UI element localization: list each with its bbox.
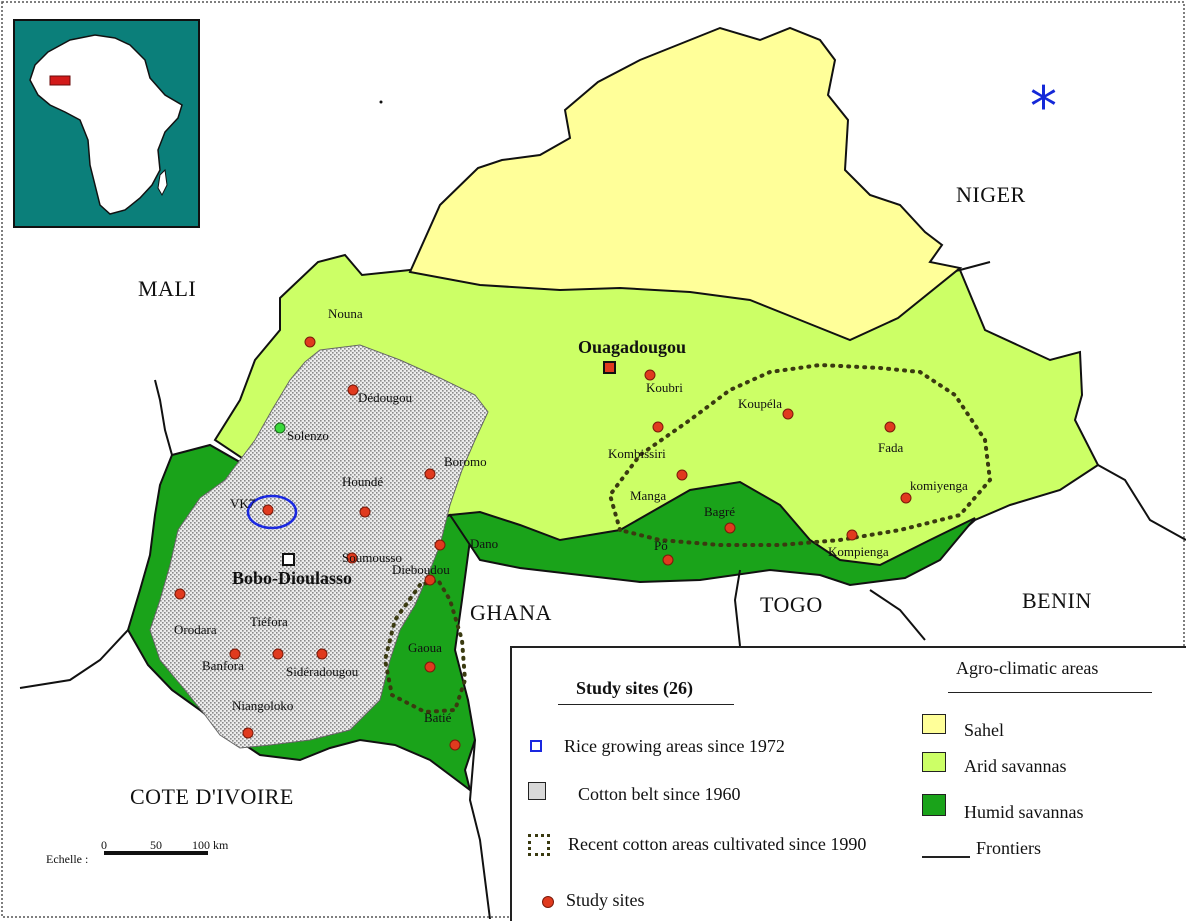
country-label-ghana: GHANA — [470, 600, 552, 625]
sahel-swatch — [922, 714, 946, 734]
blue-square-icon — [530, 740, 542, 752]
scale-label: Echelle : — [46, 852, 89, 866]
site-marker-hounde — [359, 506, 371, 518]
africa-inset-map — [13, 19, 200, 228]
site-marker-gaoua — [424, 661, 436, 673]
red-dot-icon — [542, 896, 554, 908]
site-marker-po — [662, 554, 674, 566]
site-marker-soumousso — [346, 552, 358, 564]
legend-humid: Humid savannas — [964, 802, 1084, 822]
legend-agro-underline — [948, 692, 1152, 693]
legend-agro-title: Agro-climatic areas — [956, 658, 1099, 678]
legend-cotton-belt: Cotton belt since 1960 — [578, 784, 741, 804]
country-label-mali: MALI — [138, 276, 197, 301]
site-label-boromo: Boromo — [444, 454, 487, 469]
legend-sahel: Sahel — [964, 720, 1004, 740]
site-label-kompienga: Kompienga — [828, 544, 889, 559]
site-marker-nouna — [304, 336, 316, 348]
site-marker-niangoloko — [242, 727, 254, 739]
scale-tick-0: 0 — [101, 838, 107, 852]
sahel-area — [408, 26, 963, 342]
country-label-benin: BENIN — [1022, 588, 1092, 613]
site-label-komiyenga: komiyenga — [910, 478, 968, 493]
site-label-orodara: Orodara — [174, 622, 217, 637]
site-label-bagre: Bagré — [704, 504, 736, 519]
site-label-hounde: Houndé — [342, 474, 384, 489]
site-label-dieboudou: Dieboudou — [392, 562, 450, 577]
study-site-markers — [174, 336, 912, 751]
site-marker-vk7 — [262, 504, 274, 516]
site-marker-batie — [449, 739, 461, 751]
recent-cotton-area-east — [607, 362, 993, 547]
dotted-square-icon — [528, 782, 546, 800]
rice-area-outline — [246, 494, 298, 530]
site-label-po: Pô — [654, 538, 668, 553]
legend-study-underline — [558, 704, 734, 705]
site-marker-kombissiri — [652, 421, 664, 433]
site-label-solenzo: Solenzo — [287, 428, 329, 443]
scale-tick-50: 50 — [150, 838, 162, 852]
site-label-gaoua: Gaoua — [408, 640, 442, 655]
site-marker-koupela — [782, 408, 794, 420]
legend-arid: Arid savannas — [964, 756, 1067, 776]
site-label-sideradougou: Sidéradougou — [286, 664, 359, 679]
legend-study-sites: Study sites — [566, 890, 645, 910]
site-label-banfora: Banfora — [202, 658, 244, 673]
site-marker-solenzo — [274, 422, 286, 434]
site-marker-banfora — [229, 648, 241, 660]
site-marker-bagre — [724, 522, 736, 534]
site-label-dedougou: Dédougou — [358, 390, 413, 405]
capital-marker — [603, 361, 616, 374]
site-label-vk7: VK7 — [230, 496, 256, 511]
capital-label: Ouagadougou — [578, 337, 687, 357]
frontier-line-icon — [922, 856, 970, 858]
site-label-niangoloko: Niangoloko — [232, 698, 294, 713]
site-marker-fada — [884, 421, 896, 433]
site-marker-dieboudou — [424, 574, 436, 586]
recent-cotton-area-southwest — [382, 577, 468, 715]
site-label-soumousso: Soumousso — [342, 550, 402, 565]
site-label-manga: Manga — [630, 488, 667, 503]
arid-swatch — [922, 752, 946, 772]
site-marker-boromo — [424, 468, 436, 480]
humid-savanna-area-south — [448, 480, 976, 587]
site-label-nouna: Nouna — [328, 306, 363, 321]
site-label-koupela: Koupéla — [738, 396, 783, 411]
site-label-fada: Fada — [878, 440, 904, 455]
site-label-tiefora: Tiéfora — [250, 614, 288, 629]
site-marker-sideradougou — [316, 648, 328, 660]
site-marker-dano — [434, 539, 446, 551]
country-label-cote-divoire: COTE D'IVOIRE — [130, 784, 294, 809]
country-label-togo: TOGO — [760, 592, 823, 617]
site-label-kombissiri: Kombissiri — [608, 446, 666, 461]
cotton-belt-area — [149, 344, 489, 749]
site-marker-tiefora — [272, 648, 284, 660]
site-marker-dedougou — [347, 384, 359, 396]
site-marker-orodara — [174, 588, 186, 600]
dotted-outline-icon — [528, 834, 550, 856]
site-label-batie: Batié — [424, 710, 452, 725]
scale-tick-100: 100 km — [192, 838, 229, 852]
site-marker-koubri — [644, 369, 656, 381]
site-marker-kompienga — [846, 529, 858, 541]
map-legend: Study sites (26) Agro-climatic areas Ric… — [510, 646, 1186, 921]
site-label-dano: Dano — [470, 536, 499, 551]
site-marker-manga — [676, 469, 688, 481]
burkina-inset-highlight — [49, 75, 71, 86]
legend-rice: Rice growing areas since 1972 — [564, 736, 785, 756]
site-label-koubri: Koubri — [646, 380, 683, 395]
legend-study-title: Study sites (26) — [576, 678, 694, 698]
city-marker — [282, 553, 295, 566]
legend-recent-cotton: Recent cotton areas cultivated since 199… — [568, 834, 867, 854]
legend-frontiers: Frontiers — [976, 838, 1041, 858]
humid-swatch — [922, 794, 946, 816]
frontier-lines — [19, 261, 1186, 919]
asterisk-symbol: * — [1030, 75, 1057, 138]
city-label-bobo: Bobo-Dioulasso — [232, 568, 353, 588]
site-marker-komiyenga — [900, 492, 912, 504]
country-label-niger: NIGER — [956, 182, 1026, 207]
